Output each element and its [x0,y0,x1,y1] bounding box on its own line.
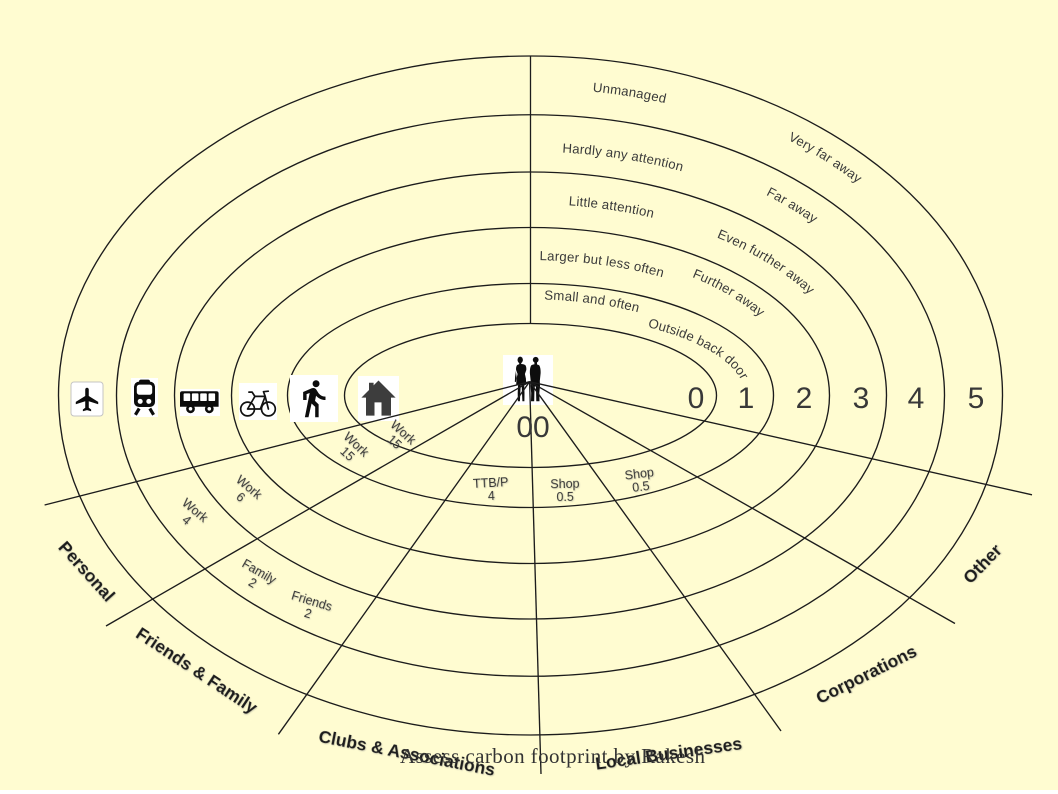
svg-text:Shop0.5: Shop0.5 [624,465,656,495]
svg-text:4: 4 [908,382,925,415]
svg-text:2: 2 [796,382,813,415]
svg-text:Shop0.5: Shop0.5 [550,477,580,505]
svg-text:0: 0 [688,382,705,415]
svg-text:5: 5 [968,382,985,415]
svg-text:00: 00 [516,411,549,444]
svg-text:3: 3 [853,382,870,415]
svg-text:Assess carbon footprint by Rak: Assess carbon footprint by Rakesh [400,744,706,768]
svg-text:1: 1 [738,382,755,415]
svg-text:TTB/P4: TTB/P4 [473,475,510,504]
